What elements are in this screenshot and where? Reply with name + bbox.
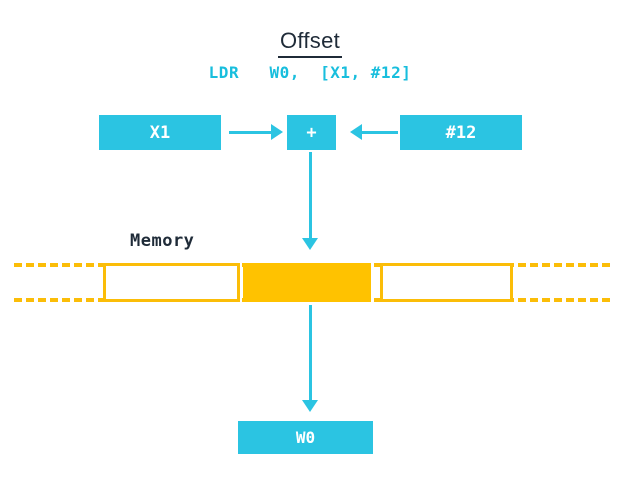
immediate-box: #12: [400, 115, 522, 150]
page-title-text: Offset: [277, 28, 343, 58]
page-title: Offset: [0, 28, 620, 58]
memory-cell-target: [243, 263, 371, 302]
base-register-box: X1: [99, 115, 221, 150]
memory-cell: [103, 263, 240, 302]
instruction-text: LDR W0, [X1, #12]: [208, 63, 412, 82]
memory-label: Memory: [130, 231, 195, 251]
destination-register-box: W0: [238, 421, 373, 454]
memory-cell: [380, 263, 513, 302]
adder-box: +: [287, 115, 336, 150]
